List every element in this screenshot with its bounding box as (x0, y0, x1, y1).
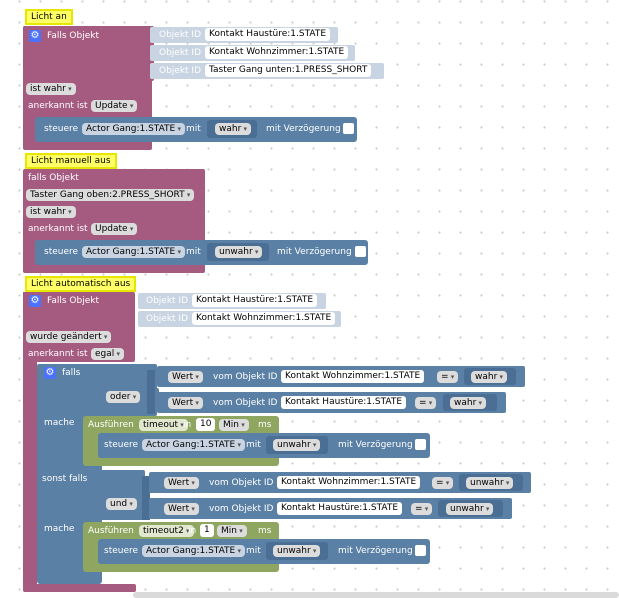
anerkannt-label: anerkannt ist (28, 349, 88, 359)
object-id-field[interactable]: Kontakt Haustüre:1.STATE (192, 294, 318, 307)
compare-dropdown[interactable]: = (415, 397, 437, 409)
workspace-scrollbar[interactable] (133, 592, 619, 598)
compare-dropdown[interactable]: = (437, 371, 459, 383)
delay-label: mit Verzögerung (266, 124, 341, 134)
value-dropdown[interactable]: unwahr (273, 545, 321, 557)
object-id-field[interactable]: Kontakt Wohnzimmer:1.STATE (205, 46, 349, 59)
mit-label: mit (186, 124, 201, 134)
mache-label: mache (44, 418, 75, 428)
wert-dropdown[interactable]: Wert (168, 397, 203, 409)
steuere-label: steuere (44, 247, 79, 257)
falls-objekt-label: Falls Objekt (47, 31, 99, 41)
objekt-id-label: Objekt ID (146, 314, 189, 324)
timer-number-field[interactable]: 10 (196, 418, 216, 431)
logic-op-bracket (147, 370, 155, 414)
ack-dropdown[interactable]: egal (91, 348, 125, 360)
objekt-id-label: Objekt ID (146, 296, 189, 306)
target-dropdown[interactable]: Actor Gang:1.STATE (82, 123, 185, 135)
value-dropdown[interactable]: unwahr (215, 246, 263, 258)
wert-dropdown[interactable]: Wert (164, 477, 199, 489)
delay-label: mit Verzögerung (338, 440, 413, 450)
value-dropdown[interactable]: wahr (215, 123, 252, 135)
steuere-label: steuere (104, 546, 139, 556)
vom-objekt-label: vom Objekt ID (209, 504, 274, 514)
mit-label: mit (246, 440, 261, 450)
ausfuehren-label: Ausführen (88, 526, 134, 536)
objekt-id-label: Objekt ID (159, 66, 202, 76)
logic-op-dropdown[interactable]: und (106, 498, 137, 510)
vom-objekt-label: vom Objekt ID (213, 398, 278, 408)
value-dropdown[interactable]: wahr (450, 397, 487, 409)
mit-label: mit (246, 546, 261, 556)
object-id-field[interactable]: Kontakt Haustüre:1.STATE (277, 502, 403, 515)
in-label: in (183, 420, 192, 430)
ack-dropdown[interactable]: Update (91, 223, 138, 235)
object-id-field[interactable]: Taster Gang unten:1.PRESS_SHORT (205, 64, 372, 77)
object-dropdown[interactable]: Taster Gang oben:2.PRESS_SHORT (26, 189, 195, 201)
anerkannt-label: anerkannt ist (28, 224, 88, 234)
object-id-field[interactable]: Kontakt Wohnzimmer:1.STATE (192, 312, 336, 325)
anerkannt-label: anerkannt ist (28, 101, 88, 111)
comment-licht-manuell-aus[interactable]: Licht manuell aus (25, 153, 117, 169)
condition-dropdown[interactable]: wurde geändert (26, 331, 112, 343)
trigger-block-body[interactable] (23, 292, 37, 590)
ms-label: ms (258, 526, 272, 536)
objekt-id-label: Objekt ID (159, 48, 202, 58)
object-id-field[interactable]: Kontakt Haustüre:1.STATE (205, 28, 331, 41)
logic-op-bracket (142, 476, 150, 520)
delay-checkbox[interactable] (415, 545, 426, 556)
vom-objekt-label: vom Objekt ID (213, 372, 278, 382)
target-dropdown[interactable]: Actor Gang:1.STATE (142, 439, 245, 451)
comment-licht-an[interactable]: Licht an (25, 9, 73, 25)
condition-dropdown[interactable]: ist wahr (26, 206, 76, 218)
value-dropdown[interactable]: unwahr (273, 439, 321, 451)
timer-name-dropdown[interactable]: timeout2 (139, 525, 194, 537)
condition-dropdown[interactable]: ist wahr (26, 83, 76, 95)
mit-label: mit (186, 247, 201, 257)
ms-label: ms (258, 420, 272, 430)
delay-checkbox[interactable] (415, 439, 426, 450)
timer-unit-dropdown[interactable]: Min (219, 419, 249, 431)
delay-label: mit Verzögerung (277, 247, 352, 257)
trigger-block-header[interactable] (23, 26, 154, 81)
mache-label: mache (44, 524, 75, 534)
objekt-id-label: Objekt ID (159, 30, 202, 40)
compare-dropdown[interactable]: = (432, 477, 454, 489)
value-dropdown[interactable]: unwahr (466, 477, 514, 489)
falls-label: falls (62, 368, 81, 378)
steuere-label: steuere (44, 124, 79, 134)
gear-icon[interactable]: ⚙ (29, 30, 41, 42)
sonst-falls-label: sonst falls (42, 474, 88, 484)
falls-objekt-label: Falls Objekt (47, 296, 99, 306)
object-id-field[interactable]: Kontakt Wohnzimmer:1.STATE (277, 476, 421, 489)
wert-dropdown[interactable]: Wert (164, 503, 199, 515)
trigger-block-bottom[interactable] (23, 584, 136, 592)
comment-licht-automatisch-aus[interactable]: Licht automatisch aus (25, 276, 137, 292)
in-label: in (188, 526, 197, 536)
target-dropdown[interactable]: Actor Gang:1.STATE (82, 246, 185, 258)
timer-number-field[interactable]: 1 (200, 524, 214, 537)
wert-dropdown[interactable]: Wert (168, 371, 203, 383)
delay-label: mit Verzögerung (338, 546, 413, 556)
timer-unit-dropdown[interactable]: Min (217, 525, 247, 537)
steuere-label: steuere (104, 440, 139, 450)
falls-objekt-label: falls Objekt (28, 173, 79, 183)
object-id-field[interactable]: Kontakt Haustüre:1.STATE (281, 396, 407, 409)
delay-checkbox[interactable] (355, 246, 366, 257)
target-dropdown[interactable]: Actor Gang:1.STATE (142, 545, 245, 557)
value-dropdown[interactable]: wahr (471, 371, 508, 383)
object-id-field[interactable]: Kontakt Wohnzimmer:1.STATE (281, 370, 425, 383)
timer-name-dropdown[interactable]: timeout (139, 419, 188, 431)
vom-objekt-label: vom Objekt ID (209, 478, 274, 488)
delay-checkbox[interactable] (343, 123, 354, 134)
ack-dropdown[interactable]: Update (91, 100, 138, 112)
gear-icon[interactable]: ⚙ (29, 295, 41, 307)
logic-op-dropdown[interactable]: oder (106, 391, 141, 403)
compare-dropdown[interactable]: = (411, 503, 433, 515)
ausfuehren-label: Ausführen (88, 420, 134, 430)
value-dropdown[interactable]: unwahr (446, 503, 494, 515)
gear-icon[interactable]: ⚙ (44, 367, 56, 379)
